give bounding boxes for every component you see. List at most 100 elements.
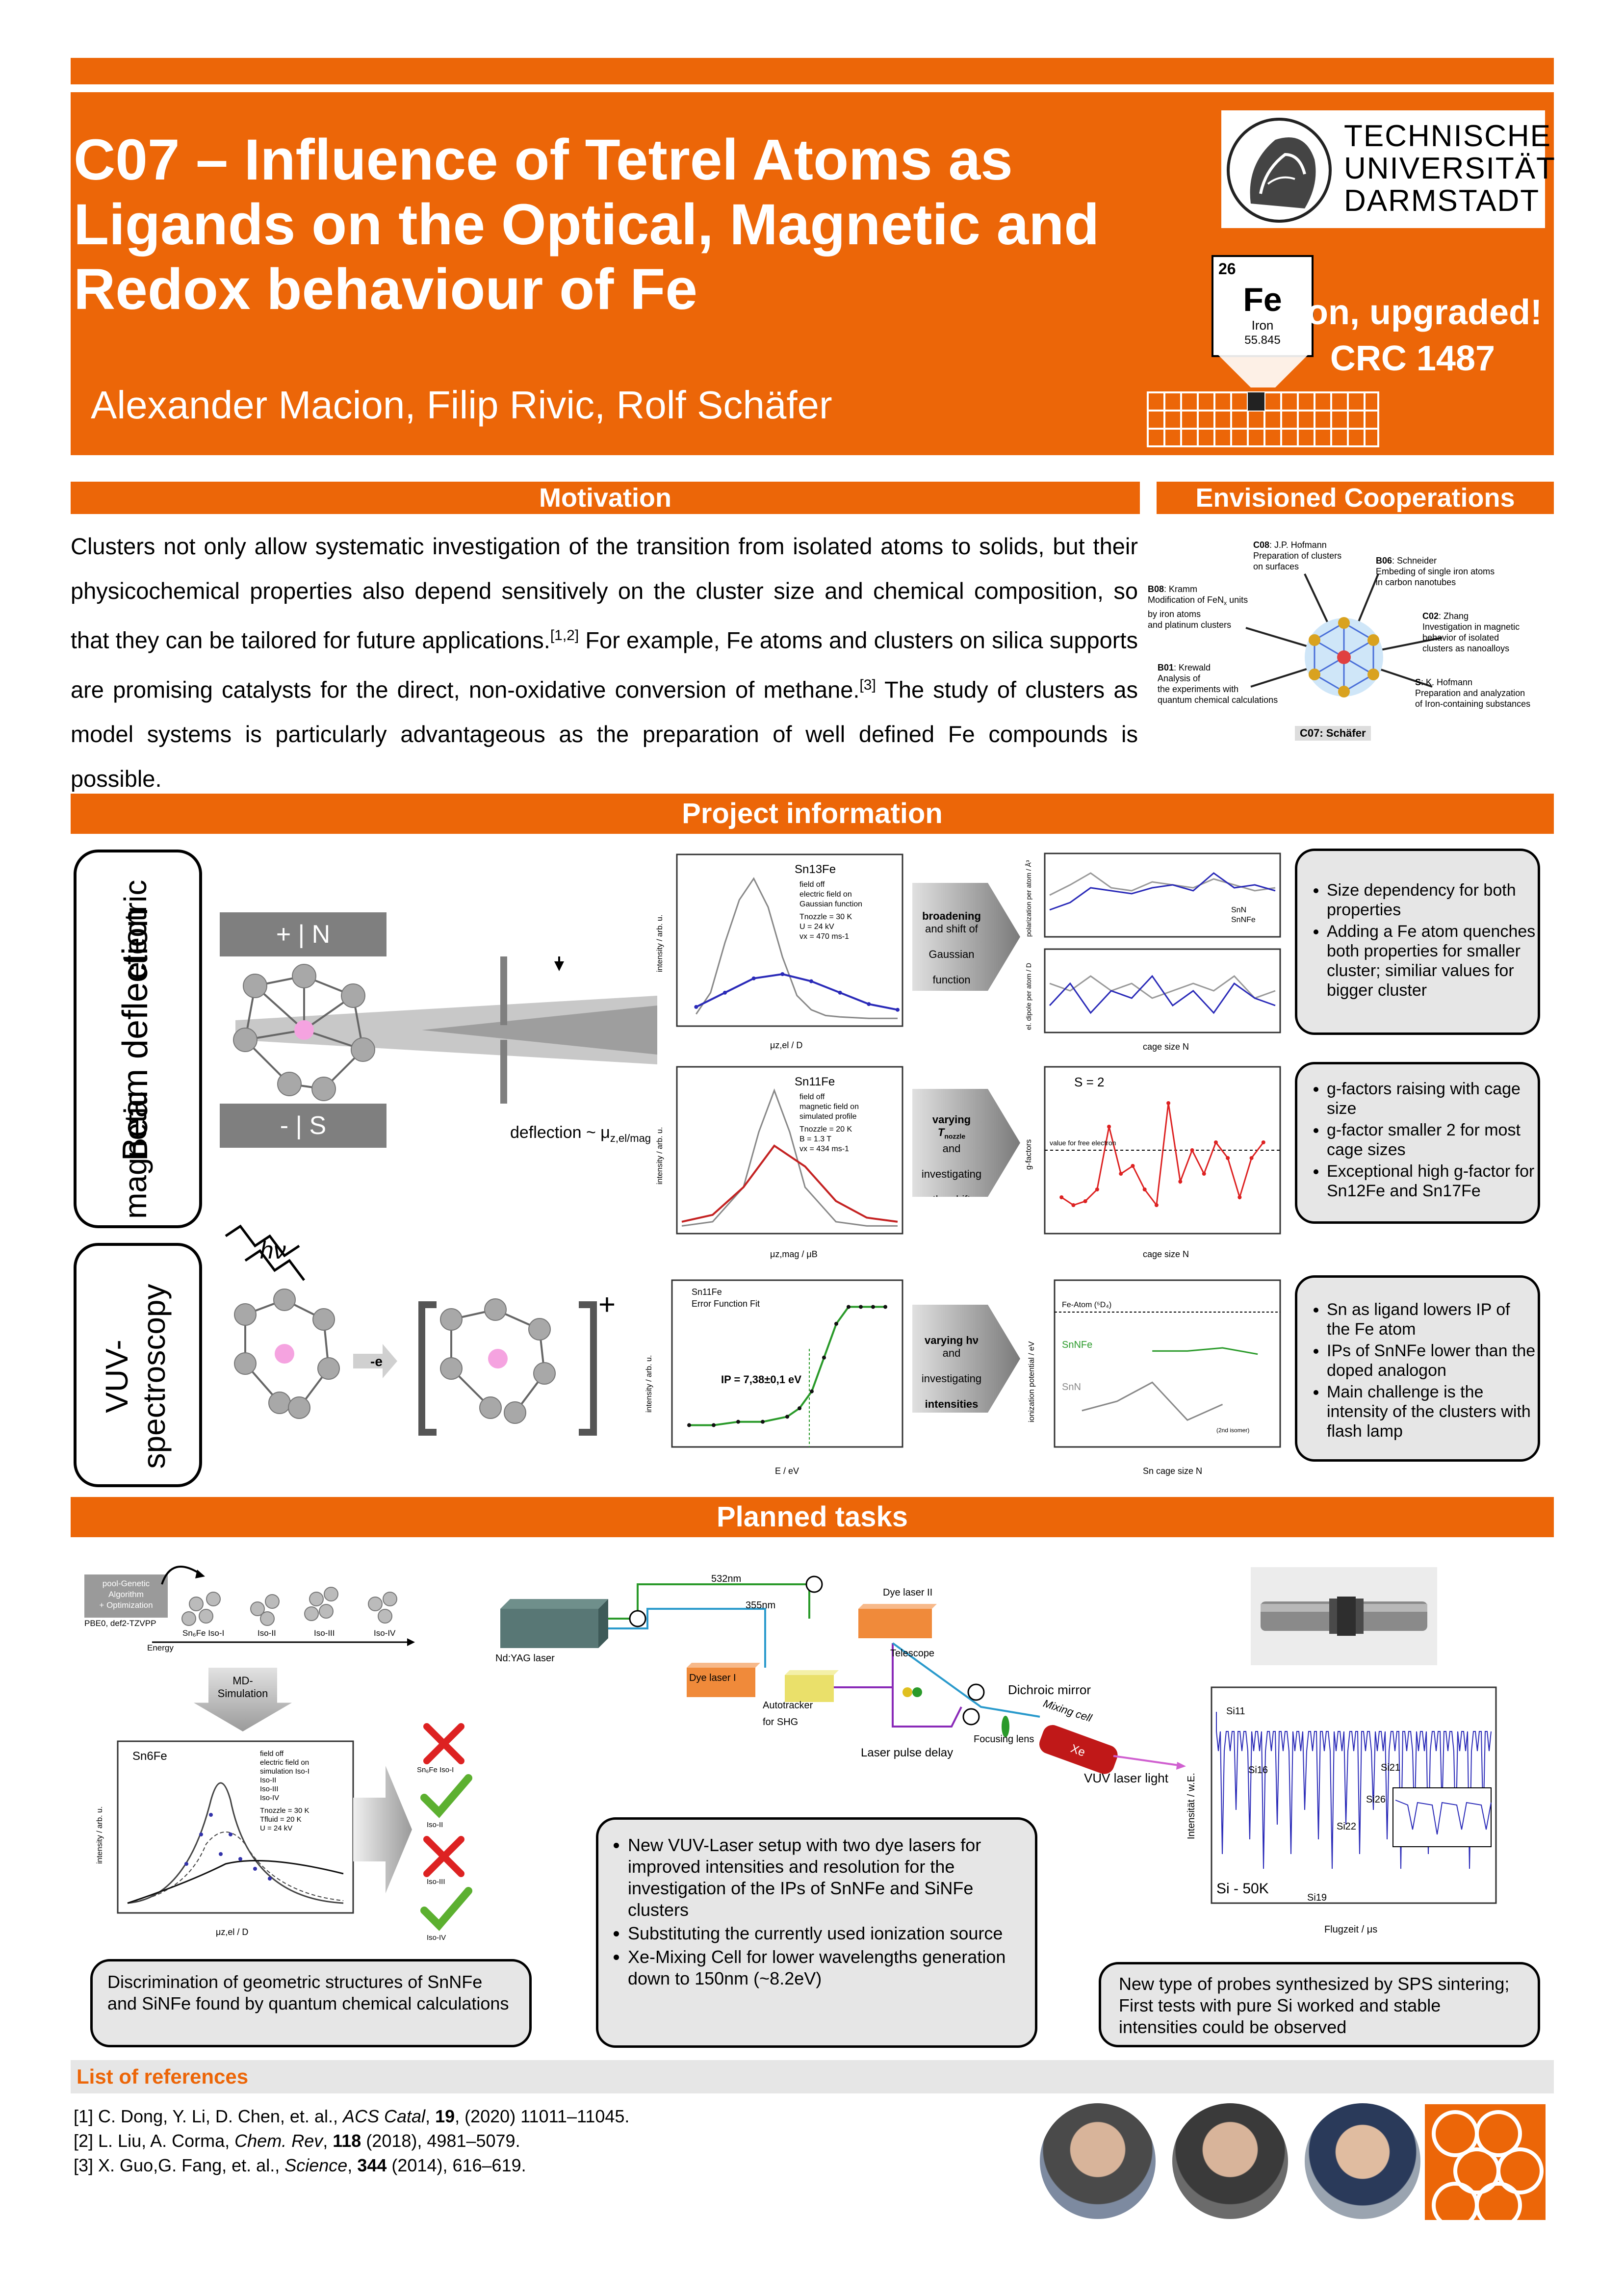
g-factor-point [1131, 1164, 1135, 1168]
g-factor-point [1059, 1195, 1064, 1199]
probe-rod-icon [1261, 1597, 1427, 1636]
periodic-table-icon [1147, 353, 1379, 447]
chart1-annot-2: U = 24 kV [799, 923, 834, 931]
ip-data-point [761, 1419, 765, 1424]
chart4-ylabel: intensity / arb. u. [656, 1127, 664, 1185]
ip-data-point [712, 1423, 716, 1427]
magnetic-bullet-1: g-factors raising with cage size [1327, 1079, 1538, 1118]
validation-icons [420, 1723, 472, 1931]
chart8-title: Sn6Fe [132, 1750, 167, 1763]
chart1-xlabel: μz,el / D [770, 1040, 802, 1050]
chart9-annot-si11: Si11 [1226, 1706, 1245, 1717]
chart3-xlabel: cage size N [1143, 1042, 1189, 1052]
chart4-annot-3: vx = 434 ms-1 [799, 1145, 849, 1153]
check-label-1: Sn₆Fe Iso-I [417, 1766, 454, 1774]
chart7-xlabel: Sn cage size N [1143, 1466, 1202, 1476]
laser-label-vuv: VUV laser light [1084, 1771, 1168, 1785]
chart8-annot-2: Tfluid = 20 K [260, 1815, 302, 1824]
reference-1: [1] C. Dong, Y. Li, D. Chen, et. al., AC… [74, 2106, 630, 2126]
chart5-ylabel: g-factors [1025, 1139, 1033, 1170]
chart8-annot-3: U = 24 kV [260, 1824, 292, 1832]
vuv-ionization-icon: + [225, 1224, 616, 1436]
g-factor-point [1178, 1180, 1183, 1184]
ip-data-point [871, 1305, 875, 1309]
isomer-2: Iso-II [258, 1628, 276, 1638]
magnetic-findings: g-factors raising with cage size g-facto… [1295, 1062, 1540, 1224]
ip-data-point [736, 1419, 740, 1424]
references-list: [1] C. Dong, Y. Li, D. Chen, et. al., AC… [74, 2104, 629, 2178]
author-photo-2 [1172, 2103, 1288, 2219]
sps-summary-box: New type of probes synthesized by SPS si… [1099, 1962, 1540, 2047]
ip-data-point [810, 1389, 814, 1393]
cooperations-heading: Envisioned Cooperations [1157, 482, 1554, 514]
sps-probe-photo [1251, 1567, 1437, 1665]
top-stripe [71, 58, 1554, 84]
chart5-title: S = 2 [1074, 1075, 1104, 1089]
data-point [896, 1007, 900, 1012]
chart7-legend-1: Fe-Atom (⁵D₄) [1062, 1301, 1111, 1309]
crc-circles-icon [1432, 2110, 1544, 2229]
magnetic-label: magnetic [118, 1091, 153, 1219]
chart6-legend-2: Error Function Fit [692, 1299, 760, 1309]
chart6-ylabel: intensity / arb. u. [645, 1355, 653, 1413]
authors: Alexander Macion, Filip Rivic, Rolf Schä… [91, 383, 832, 427]
chart1-ylabel: intensity / arb. u. [656, 915, 664, 972]
isomer-3: Iso-III [314, 1628, 335, 1638]
vuv-findings: Sn as ligand lowers IP of the Fe atom IP… [1295, 1275, 1540, 1462]
chart9-annot-si21: Si21 [1381, 1762, 1400, 1773]
ip-data-point [834, 1321, 838, 1326]
author-photo-1 [1040, 2103, 1156, 2219]
check-label-2: Iso-II [427, 1821, 443, 1829]
chart-g-factors: S = 2 value for free electron cage size … [1025, 1066, 1281, 1259]
chart8-legend-4: Iso-II [260, 1776, 276, 1784]
cluster-network-icon [1245, 573, 1443, 697]
references-heading: List of references [77, 2065, 249, 2088]
chart8-xlabel: μz,el / D [216, 1927, 248, 1937]
tagline: Iron, upgraded! CRC 1487 [1283, 293, 1542, 378]
chart7-annot: (2nd isomer) [1216, 1427, 1249, 1434]
chart5-annot: value for free electron [1050, 1139, 1116, 1147]
chart9-annot-si16: Si16 [1248, 1765, 1268, 1776]
beam-cluster-icon [233, 956, 657, 1104]
uni-line-3: DARMSTADT [1344, 184, 1540, 218]
laser-label-dye2: Dye laser II [883, 1587, 933, 1598]
laser-label-delay: Laser pulse delay [861, 1746, 954, 1759]
references-bar: List of references [71, 2060, 1554, 2093]
laser-bullet-2: Substituting the currently used ionizati… [628, 1923, 1035, 1944]
chart6-xlabel: E / eV [775, 1466, 799, 1476]
data-point [751, 976, 756, 980]
g-factor-point [1071, 1203, 1076, 1207]
chart6-legend-1: Sn11Fe [692, 1287, 722, 1297]
laser-tasks-box: New VUV-Laser setup with two dye lasers … [596, 1817, 1037, 2048]
g-factor-point [1107, 1125, 1111, 1129]
data-point [694, 1005, 698, 1009]
ip-data-point [883, 1305, 887, 1309]
chart-tof-spectrum: Si11 Si16 Si21 Si26 Si22 Si19 Si - 50K F… [1186, 1686, 1497, 1935]
isomer-4: Iso-IV [374, 1628, 396, 1638]
chart8-legend-1: field off [260, 1750, 284, 1758]
laser-label-dye1: Dye laser I [689, 1673, 736, 1683]
g-factor-point [1142, 1187, 1147, 1191]
chart1-legend-2: electric field on [799, 890, 852, 899]
chart6-annot: IP = 7,38±0,1 eV [721, 1373, 801, 1386]
university-logo: TECHNISCHE UNIVERSITÄT DARMSTADT [1221, 110, 1555, 228]
ip-data-point [785, 1415, 789, 1419]
g-factor-point [1226, 1156, 1230, 1160]
vuv-bullet-1: Sn as ligand lowers IP of the Fe atom [1327, 1300, 1538, 1339]
data-point [838, 990, 842, 995]
g-factor-point [1190, 1148, 1194, 1152]
isomers-icon [152, 1566, 415, 1646]
vuv-bullet-3: Main challenge is the intensity of the c… [1327, 1382, 1538, 1441]
chart9-annot-si19: Si19 [1307, 1892, 1327, 1903]
chart9-annot-si22: Si22 [1337, 1821, 1356, 1832]
athene-logo-icon [1227, 118, 1332, 223]
g-factor-point [1261, 1140, 1265, 1144]
data-point [867, 1002, 871, 1006]
chart-sn11fe-magnetic: Sn11Fe field off magnetic field on simul… [656, 1066, 903, 1259]
chart8-annot-1: Tnozzle = 30 K [260, 1806, 309, 1815]
chart4-annot-2: B = 1.3 T [799, 1135, 831, 1143]
